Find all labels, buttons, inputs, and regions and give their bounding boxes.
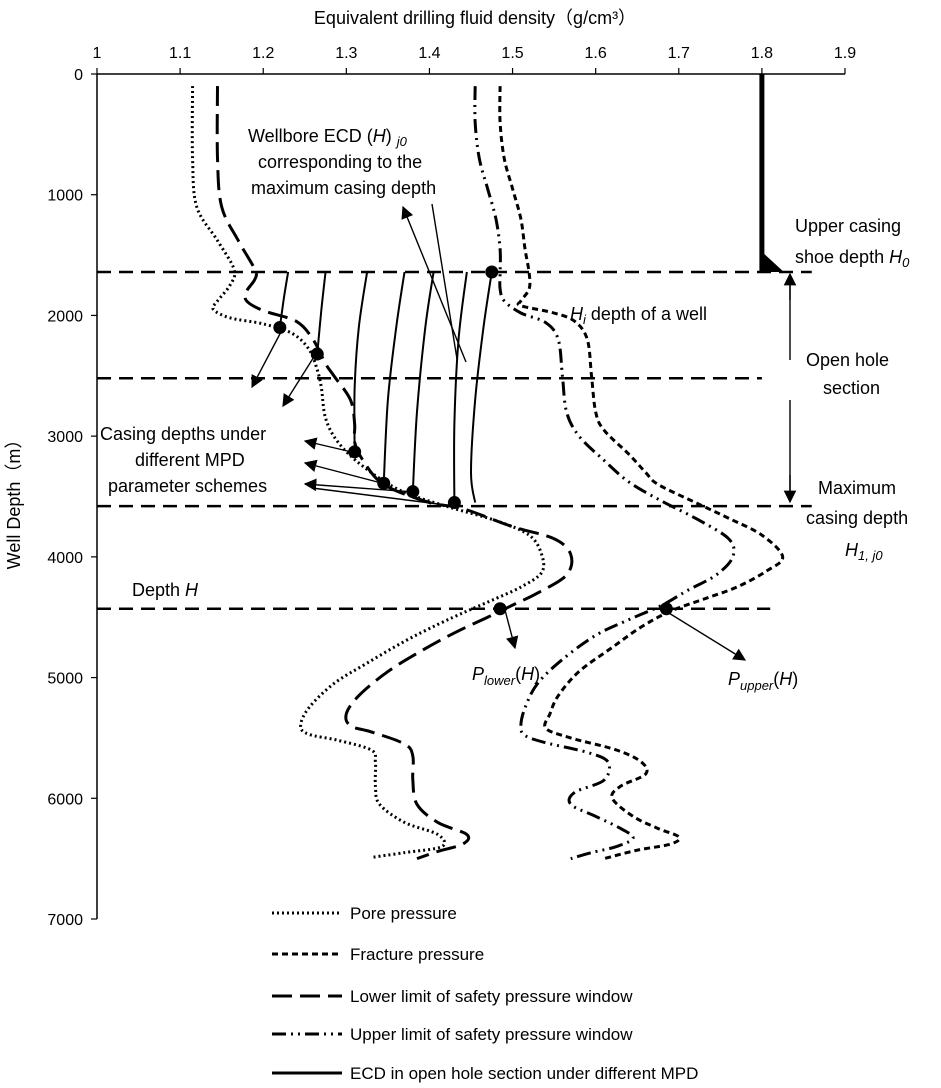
svg-text:parameter schemes: parameter schemes [108,476,267,496]
series-line-solid [278,271,290,328]
svg-text:Maximum: Maximum [818,478,896,498]
casing-point [348,445,362,459]
x-tick-label: 1.4 [418,45,440,62]
series-line-solid [316,271,327,355]
arrow-casing-4 [303,459,386,485]
annotation-casing-depths: Casing depths under different MPD parame… [100,424,267,496]
svg-text:casing depth: casing depth [806,508,908,528]
arrow-casing-5 [303,478,415,493]
series-line-dashdotdot [473,86,736,861]
svg-text:maximum casing depth: maximum casing depth [251,178,436,198]
legend-label-fracture: Fracture pressure [350,945,484,964]
y-tick-label: 2000 [47,308,83,325]
arrow-ecd-line-2 [431,203,458,360]
series-line-dotted [190,86,546,859]
upper-casing-bar [759,74,765,272]
svg-text:different MPD: different MPD [135,450,245,470]
arrow-casing-2 [282,351,318,408]
casing-point [485,265,499,279]
casing-shoe-triangle [759,249,784,272]
svg-text:Upper casing: Upper casing [795,216,901,236]
window-point [493,602,507,616]
casing-point [273,321,287,334]
svg-text:corresponding to the: corresponding to the [258,152,422,172]
x-tick-label: 1.9 [834,45,856,62]
axes: 1 1.1 1.2 1.3 1.4 1.5 1.6 1.7 1.8 1.9 0 1000 2000 300… [47,45,856,929]
svg-text:H1, j0: H1, j0 [845,540,883,563]
series-line-solid [469,271,493,503]
annotation-depth-h: Depth H [132,580,199,600]
arrow-p-upper [663,609,747,661]
x-tick-label: 1 [93,45,102,62]
series-group [190,86,785,861]
x-tick-label: 1.5 [501,45,523,62]
annotation-max-casing: Maximum casing depth H1, j0 [806,478,908,563]
y-tick-label: 4000 [47,550,83,567]
reference-lines [97,74,812,611]
y-tick-label: 0 [74,67,83,84]
svg-text:Plower(H): Plower(H) [472,664,540,688]
x-axis-title: Equivalent drilling fluid density（g/cm³） [314,8,636,28]
arrow-ecd-pointer [401,205,467,363]
y-tick-label: 5000 [47,671,83,688]
x-tick-label: 1.3 [335,45,357,62]
svg-text:Open hole: Open hole [806,350,889,370]
arrow-casing-6 [311,487,455,507]
series-line-solid [382,271,406,484]
x-tick-label: 1.8 [751,45,773,62]
y-tick-label: 3000 [47,429,83,446]
svg-text:Casing depths under: Casing depths under [100,424,266,444]
arrow-casing-3 [303,437,357,454]
svg-text:Hi depth of a well: Hi depth of a well [570,304,707,327]
annotation-hi-depth: Hi depth of a well [570,304,707,327]
series-line-solid [411,271,435,492]
annotation-ecd: Wellbore ECD (H) j0 corresponding to the… [248,126,436,198]
svg-text:Depth H: Depth H [132,580,199,600]
arrow-p-lower [504,609,519,650]
casing-point [447,496,461,510]
series-line-solid [453,271,468,503]
svg-text:section: section [823,378,880,398]
annotation-open-hole: Open hole section [806,350,889,398]
y-tick-label: 1000 [47,188,83,205]
legend-label-pore: Pore pressure [350,904,457,923]
series-line-longdash [215,86,574,861]
series-line-dashed [498,86,785,861]
arrow-group [251,203,797,661]
annotation-p-upper: Pupper(H) [728,669,798,693]
y-axis-title: Well Depth（m） [4,431,24,570]
arrow-casing-1 [251,329,283,389]
y-tick-label: 7000 [47,912,83,929]
annotation-upper-casing-shoe: Upper casing shoe depth H0 [795,216,910,270]
svg-text:shoe depth H0: shoe depth H0 [795,247,910,270]
legend-label-upper-limit: Upper limit of safety pressure window [350,1025,633,1044]
legend-label-lower-limit: Lower limit of safety pressure window [350,987,633,1006]
x-tick-label: 1.6 [585,45,607,62]
window-point [659,602,673,616]
x-tick-label: 1.2 [252,45,274,62]
y-tick-label: 6000 [47,791,83,808]
svg-text:Pupper(H): Pupper(H) [728,669,798,693]
annotation-p-lower: Plower(H) [472,664,540,688]
legend: Pore pressure Fracture pressure Lower li… [272,904,698,1083]
legend-label-ecd: ECD in open hole section under different… [350,1064,698,1083]
x-tick-label: 1.1 [169,45,191,62]
svg-text:Wellbore ECD (H) j0: Wellbore ECD (H) j0 [248,126,408,149]
series-line-solid [353,271,369,452]
x-tick-label: 1.7 [668,45,690,62]
